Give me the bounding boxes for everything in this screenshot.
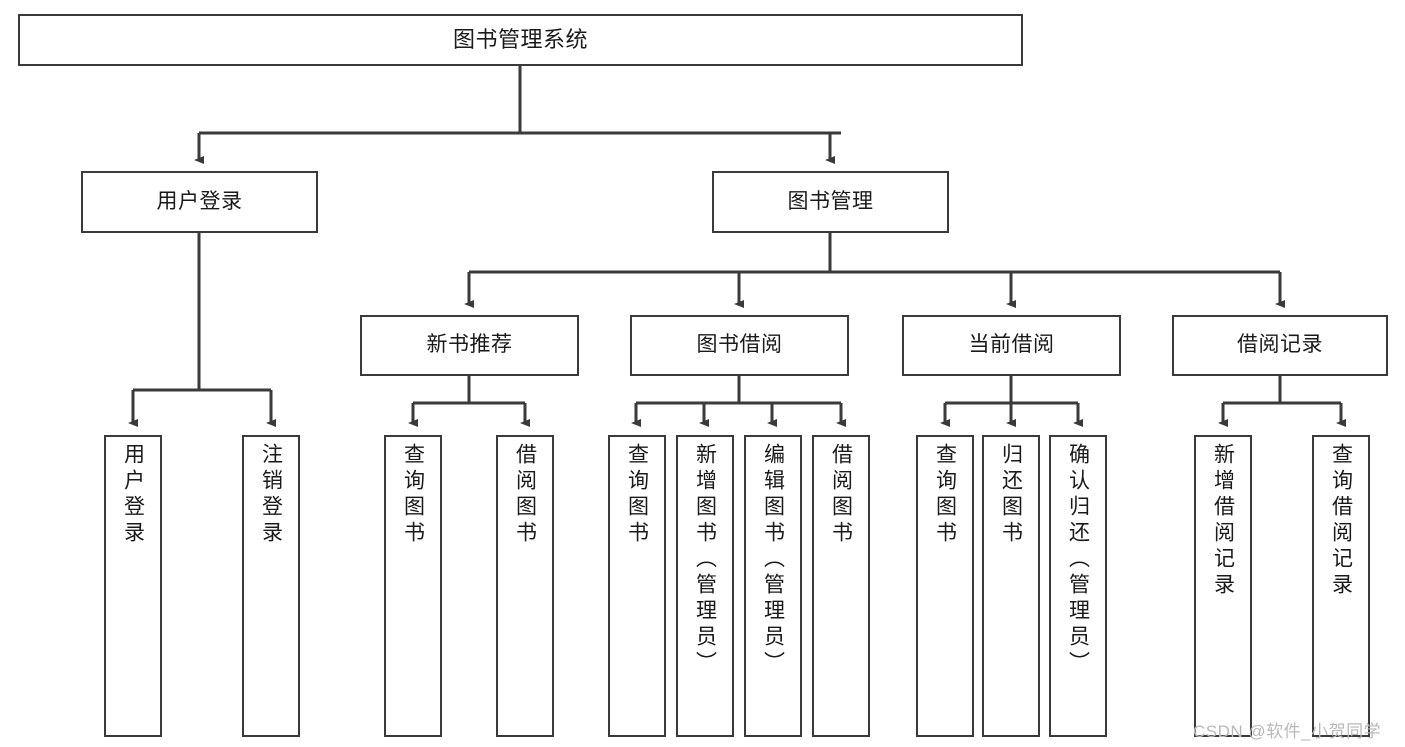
node-borrow-record[interactable]: 借阅记录	[1172, 315, 1388, 376]
node-label: 新增图书（管理员）	[693, 443, 717, 677]
node-book-management[interactable]: 图书管理	[712, 171, 949, 233]
node-label: 图书管理	[787, 189, 874, 213]
node-label: 确认归还（管理员）	[1066, 443, 1090, 677]
leaf-logout-login[interactable]: 注销登录	[242, 435, 300, 737]
node-book-borrow[interactable]: 图书借阅	[630, 315, 849, 376]
leaf-edit-book-admin[interactable]: 编辑图书（管理员）	[744, 435, 802, 737]
node-label: 查询借阅记录	[1329, 443, 1353, 599]
leaf-confirm-return-admin[interactable]: 确认归还（管理员）	[1049, 435, 1107, 737]
node-label: 借阅记录	[1237, 333, 1323, 357]
node-label: 借阅图书	[829, 443, 853, 547]
node-user-login[interactable]: 用户登录	[81, 171, 318, 233]
node-label: 新增借阅记录	[1211, 443, 1235, 599]
node-label: 借阅图书	[513, 443, 537, 547]
node-label: 查询图书	[933, 443, 957, 547]
csdn-watermark: CSDN @软件_小贺同学	[1193, 722, 1382, 741]
node-root-system[interactable]: 图书管理系统	[18, 14, 1023, 66]
leaf-borrow-book-2[interactable]: 借阅图书	[812, 435, 870, 737]
node-label: 图书管理系统	[452, 27, 588, 53]
node-label: 查询图书	[625, 443, 649, 547]
node-current-borrow[interactable]: 当前借阅	[902, 315, 1121, 376]
leaf-return-book[interactable]: 归还图书	[982, 435, 1040, 737]
node-label: 编辑图书（管理员）	[761, 443, 785, 677]
node-label: 图书借阅	[696, 333, 783, 357]
leaf-query-borrow-record[interactable]: 查询借阅记录	[1312, 435, 1370, 737]
node-label: 用户登录	[121, 443, 145, 547]
node-new-book-recommend[interactable]: 新书推荐	[360, 315, 579, 376]
node-label: 新书推荐	[426, 333, 513, 357]
leaf-query-book-1[interactable]: 查询图书	[384, 435, 442, 737]
node-label: 查询图书	[401, 443, 425, 547]
leaf-query-book-2[interactable]: 查询图书	[608, 435, 666, 737]
node-label: 当前借阅	[968, 333, 1055, 357]
leaf-user-login[interactable]: 用户登录	[104, 435, 162, 737]
node-label: 归还图书	[999, 443, 1023, 547]
leaf-borrow-book-1[interactable]: 借阅图书	[496, 435, 554, 737]
node-label: 用户登录	[156, 189, 243, 213]
leaf-add-book-admin[interactable]: 新增图书（管理员）	[676, 435, 734, 737]
leaf-query-book-3[interactable]: 查询图书	[916, 435, 974, 737]
leaf-add-borrow-record[interactable]: 新增借阅记录	[1194, 435, 1252, 737]
node-label: 注销登录	[259, 443, 283, 547]
